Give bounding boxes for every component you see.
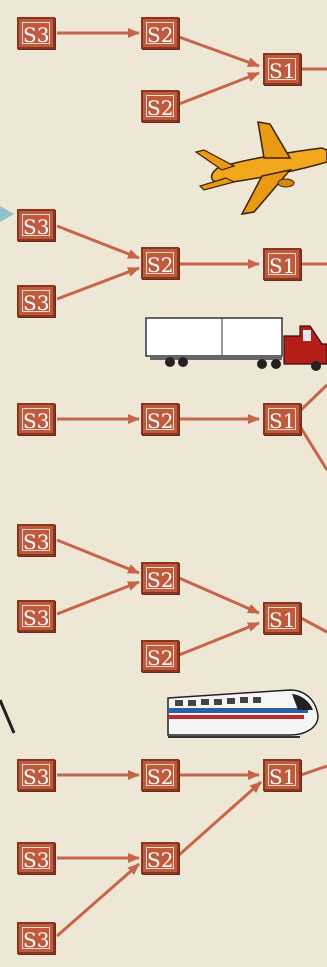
s2-node: S2 bbox=[141, 640, 179, 672]
node-label: S1 bbox=[268, 607, 296, 629]
s3-node: S3 bbox=[17, 403, 55, 435]
node-label: S1 bbox=[268, 253, 296, 275]
s1-node: S1 bbox=[263, 248, 301, 280]
s3-node: S3 bbox=[17, 759, 55, 791]
s2-node: S2 bbox=[141, 403, 179, 435]
s3-node: S3 bbox=[17, 922, 55, 954]
arrow bbox=[179, 37, 259, 66]
node-label: S2 bbox=[146, 252, 174, 274]
s3-node: S3 bbox=[17, 285, 55, 317]
arrow bbox=[301, 428, 327, 470]
s2-node: S2 bbox=[141, 90, 179, 122]
s1-node: S1 bbox=[263, 53, 301, 85]
arrow bbox=[57, 864, 139, 936]
s3-node: S3 bbox=[17, 600, 55, 632]
arrow bbox=[301, 618, 327, 632]
s3-node: S3 bbox=[17, 209, 55, 241]
s2-node: S2 bbox=[141, 842, 179, 874]
node-label: S1 bbox=[268, 58, 296, 80]
s3-node: S3 bbox=[17, 842, 55, 874]
arrow bbox=[179, 623, 259, 655]
node-label: S2 bbox=[146, 95, 174, 117]
arrow bbox=[179, 782, 261, 855]
node-label: S3 bbox=[22, 22, 50, 44]
node-label: S3 bbox=[22, 408, 50, 430]
node-label: S2 bbox=[146, 847, 174, 869]
airplane-icon bbox=[196, 122, 327, 214]
s2-node: S2 bbox=[141, 562, 179, 594]
cut-off-edge-shape bbox=[0, 206, 14, 222]
node-label: S2 bbox=[146, 645, 174, 667]
arrow bbox=[301, 766, 327, 775]
train-icon bbox=[168, 690, 318, 737]
arrow bbox=[57, 582, 139, 614]
s1-node: S1 bbox=[263, 403, 301, 435]
s2-node: S2 bbox=[141, 759, 179, 791]
node-label: S3 bbox=[22, 290, 50, 312]
s3-node: S3 bbox=[17, 524, 55, 556]
cut-off-edge-line bbox=[0, 700, 14, 733]
node-label: S3 bbox=[22, 605, 50, 627]
node-label: S3 bbox=[22, 927, 50, 949]
node-label: S3 bbox=[22, 214, 50, 236]
s1-node: S1 bbox=[263, 602, 301, 634]
s2-node: S2 bbox=[141, 17, 179, 49]
node-label: S2 bbox=[146, 567, 174, 589]
arrow bbox=[179, 578, 259, 613]
node-label: S3 bbox=[22, 764, 50, 786]
node-label: S3 bbox=[22, 847, 50, 869]
arrow bbox=[301, 385, 327, 410]
node-label: S2 bbox=[146, 764, 174, 786]
node-label: S3 bbox=[22, 529, 50, 551]
s2-node: S2 bbox=[141, 247, 179, 279]
truck-icon bbox=[146, 318, 327, 371]
node-label: S1 bbox=[268, 764, 296, 786]
arrow bbox=[57, 540, 139, 573]
s1-node: S1 bbox=[263, 759, 301, 791]
arrow bbox=[57, 268, 139, 299]
arrow bbox=[57, 226, 139, 258]
arrow bbox=[179, 73, 259, 104]
node-label: S2 bbox=[146, 22, 174, 44]
node-label: S1 bbox=[268, 408, 296, 430]
node-label: S2 bbox=[146, 408, 174, 430]
s3-node: S3 bbox=[17, 17, 55, 49]
